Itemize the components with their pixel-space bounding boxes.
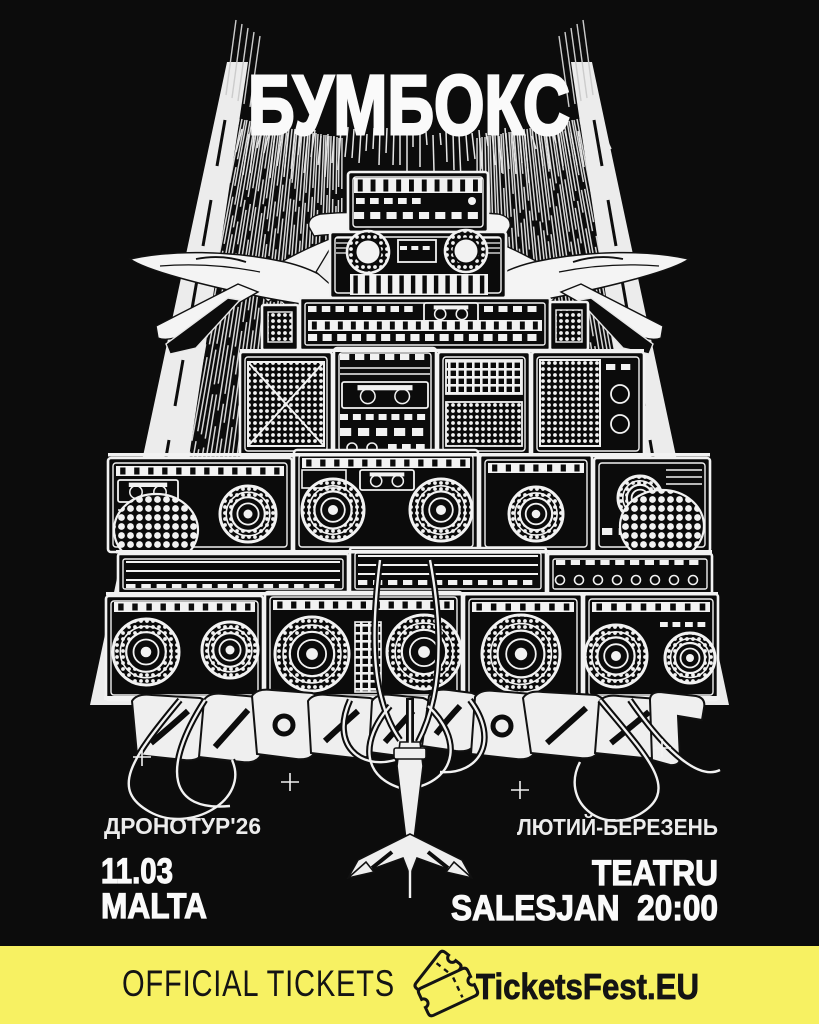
svg-text:ЛЮТИЙ-БЕРЕЗЕНЬ: ЛЮТИЙ-БЕРЕЗЕНЬ — [517, 813, 718, 840]
svg-text:БУМБОКС: БУМБОКС — [248, 58, 570, 152]
svg-text:TicketsFest.EU: TicketsFest.EU — [476, 966, 699, 1007]
svg-text:OFFICIAL TICKETS: OFFICIAL TICKETS — [122, 963, 395, 1004]
svg-text:TEATRU: TEATRU — [592, 854, 718, 893]
svg-text:MALTA: MALTA — [101, 887, 207, 926]
svg-text:11.03: 11.03 — [101, 852, 173, 891]
svg-text:ДРОНОТУР'26: ДРОНОТУР'26 — [104, 813, 261, 839]
svg-text:SALESJAN 20:00: SALESJAN 20:00 — [451, 889, 718, 928]
